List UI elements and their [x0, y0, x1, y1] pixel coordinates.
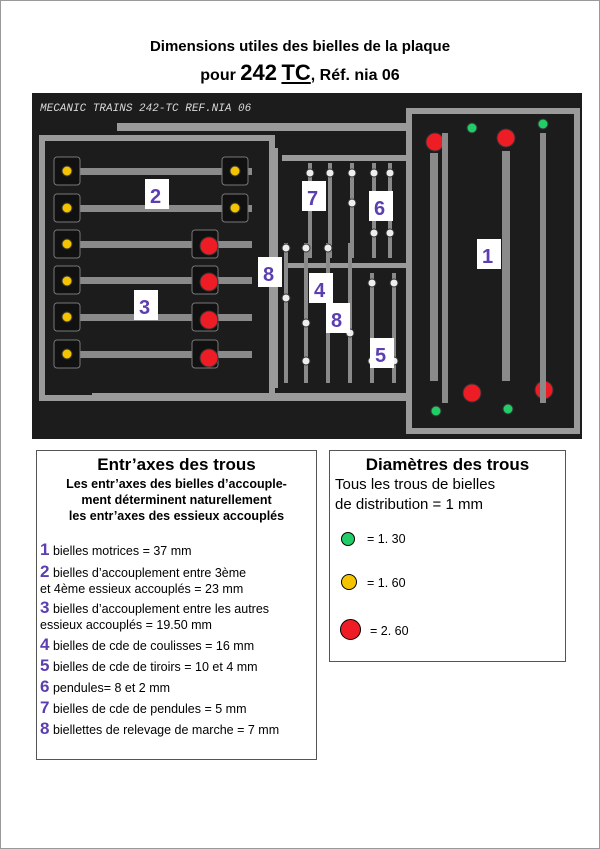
page-title: Dimensions utiles des bielles de la plaq…: [149, 38, 451, 55]
legend-label-yellow: = 1. 60: [367, 576, 406, 590]
diametres-subtitle: Tous les trous de bielles de distributio…: [335, 476, 496, 513]
etched-fret-image: MECANIC TRAINS 242-TC REF.NIA 06: [32, 93, 582, 439]
page-subtitle: pour 242 TC, Réf. nia 06: [0, 60, 600, 86]
fret-label-4: 4: [314, 280, 326, 302]
red-dot-icon: [340, 619, 361, 640]
main-rods: [430, 133, 546, 403]
diametres-heading: Diamètres des trous: [365, 455, 530, 474]
title-ref: , Réf. nia 06: [310, 67, 400, 84]
title-prefix: pour: [200, 67, 236, 84]
item-text: bielles d’accouplement entre 3ème et 4èm…: [40, 566, 247, 596]
item-number: 2: [40, 562, 50, 581]
item-text: biellettes de relevage de marche = 7 mm: [52, 723, 280, 737]
item-number: 3: [40, 598, 50, 617]
item-text: bielles de cde de pendules = 5 mm: [52, 702, 247, 716]
entraxe-item: 3 bielles d’accouplement entre les autre…: [40, 598, 270, 633]
item-number: 7: [40, 698, 50, 717]
fret-label-1: 1: [482, 246, 493, 268]
fret-label-7: 7: [307, 188, 318, 210]
item-number: 4: [40, 635, 50, 654]
entraxe-item: 1 bielles motrices = 37 mm: [40, 540, 192, 559]
item-number: 8: [40, 719, 50, 738]
yellow-dot-icon: [341, 574, 357, 590]
title-model: 242: [240, 60, 277, 85]
entraxe-item: 5 bielles de cde de tiroirs = 10 et 4 mm: [40, 656, 258, 675]
entraxes-heading: Entr’axes des trous: [97, 455, 256, 474]
fret-label-5: 5: [375, 345, 386, 367]
item-text: bielles de cde de tiroirs = 10 et 4 mm: [52, 660, 258, 674]
legend-label-green: = 1. 30: [367, 532, 406, 546]
item-number: 6: [40, 677, 50, 696]
fret-label-6: 6: [374, 198, 385, 220]
item-text: bielles motrices = 37 mm: [52, 544, 192, 558]
title-model-suffix: TC: [281, 60, 311, 85]
green-dot-icon: [341, 532, 355, 546]
item-number: 1: [40, 540, 50, 559]
fret-label-2: 2: [150, 186, 161, 208]
item-text: pendules= 8 et 2 mm: [52, 681, 171, 695]
diametres-panel: Diamètres des trous Tous les trous de bi…: [329, 450, 566, 662]
entraxes-panel: Entr’axes des trous Les entr’axes des bi…: [36, 450, 317, 760]
item-text: bielles de cde de coulisses = 16 mm: [52, 639, 255, 653]
item-number: 5: [40, 656, 50, 675]
fret-labels: 1 2 3 4 5 6 7 8 8: [134, 179, 501, 368]
fret-engraving: MECANIC TRAINS 242-TC REF.NIA 06: [40, 103, 252, 115]
item-text: bielles d’accouplement entre les autres …: [40, 602, 270, 632]
entraxe-item: 7 bielles de cde de pendules = 5 mm: [40, 698, 247, 717]
fret-label-8a: 8: [263, 264, 274, 286]
holes-yellow: [61, 165, 241, 360]
legend-label-red: = 2. 60: [370, 624, 409, 638]
entraxes-intro: Les entr’axes des bielles d’accouple- me…: [66, 477, 287, 523]
entraxe-item: 8 biellettes de relevage de marche = 7 m…: [40, 719, 280, 738]
entraxe-item: 4 bielles de cde de coulisses = 16 mm: [40, 635, 255, 654]
entraxe-item: 2 bielles d’accouplement entre 3ème et 4…: [40, 562, 247, 597]
fret-label-3: 3: [139, 297, 150, 319]
holes-green: [430, 118, 549, 417]
fret-label-8b: 8: [331, 310, 342, 332]
entraxe-item: 6 pendules= 8 et 2 mm: [40, 677, 171, 696]
holes-red: [199, 128, 554, 403]
